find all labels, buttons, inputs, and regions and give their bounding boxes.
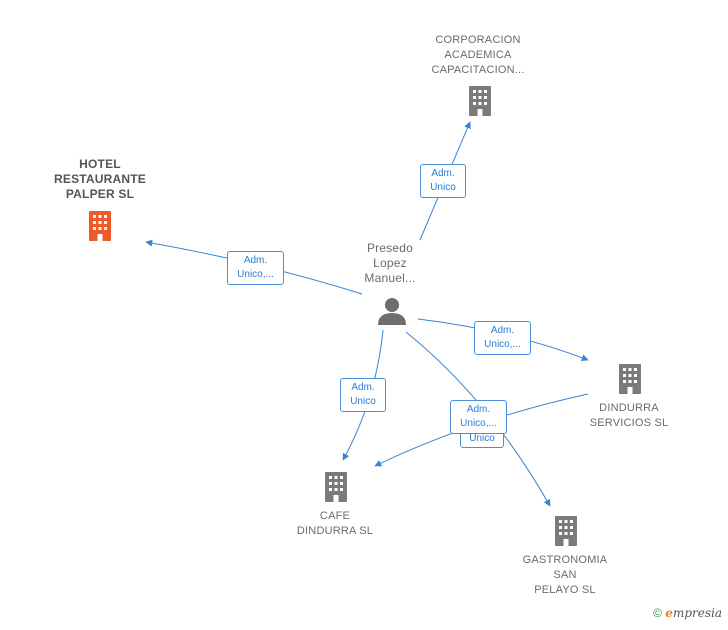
building-icon-dindurra-servicios[interactable] [619, 364, 641, 394]
node-label-dindurra-servicios[interactable]: DINDURRA SERVICIOS SL [589, 402, 669, 429]
building-icon-gastronomia[interactable] [555, 516, 577, 546]
copyright-symbol: © [653, 606, 662, 620]
edge-label-cafe[interactable]: Adm. Unico [340, 378, 386, 412]
building-icon-cafe[interactable] [325, 472, 347, 502]
node-label-cafe[interactable]: CAFE DINDURRA SL [296, 510, 374, 537]
edge-label-hotel[interactable]: Adm. Unico,... [227, 251, 284, 285]
node-label-corporacion[interactable]: CORPORACION ACADEMICA CAPACITACION... [431, 34, 525, 76]
node-label-gastronomia[interactable]: GASTRONOMIA SAN PELAYO SL [522, 554, 608, 596]
building-icon-corporacion[interactable] [469, 86, 491, 116]
person-icon[interactable] [378, 298, 406, 325]
edge-label-dindurra-servicios[interactable]: Adm. Unico,... [474, 321, 531, 355]
node-label-person[interactable]: Presedo Lopez Manuel... [364, 241, 416, 285]
brand-footer[interactable]: © empresia [653, 606, 722, 620]
edge-label-gastronomia[interactable]: Adm. Unico,... [450, 400, 507, 434]
building-icon-hotel[interactable] [89, 211, 111, 241]
edge-label-corporacion[interactable]: Adm. Unico [420, 164, 466, 198]
node-label-hotel[interactable]: HOTEL RESTAURANTE PALPER SL [54, 157, 146, 201]
brand-logo: empresia [665, 606, 722, 620]
